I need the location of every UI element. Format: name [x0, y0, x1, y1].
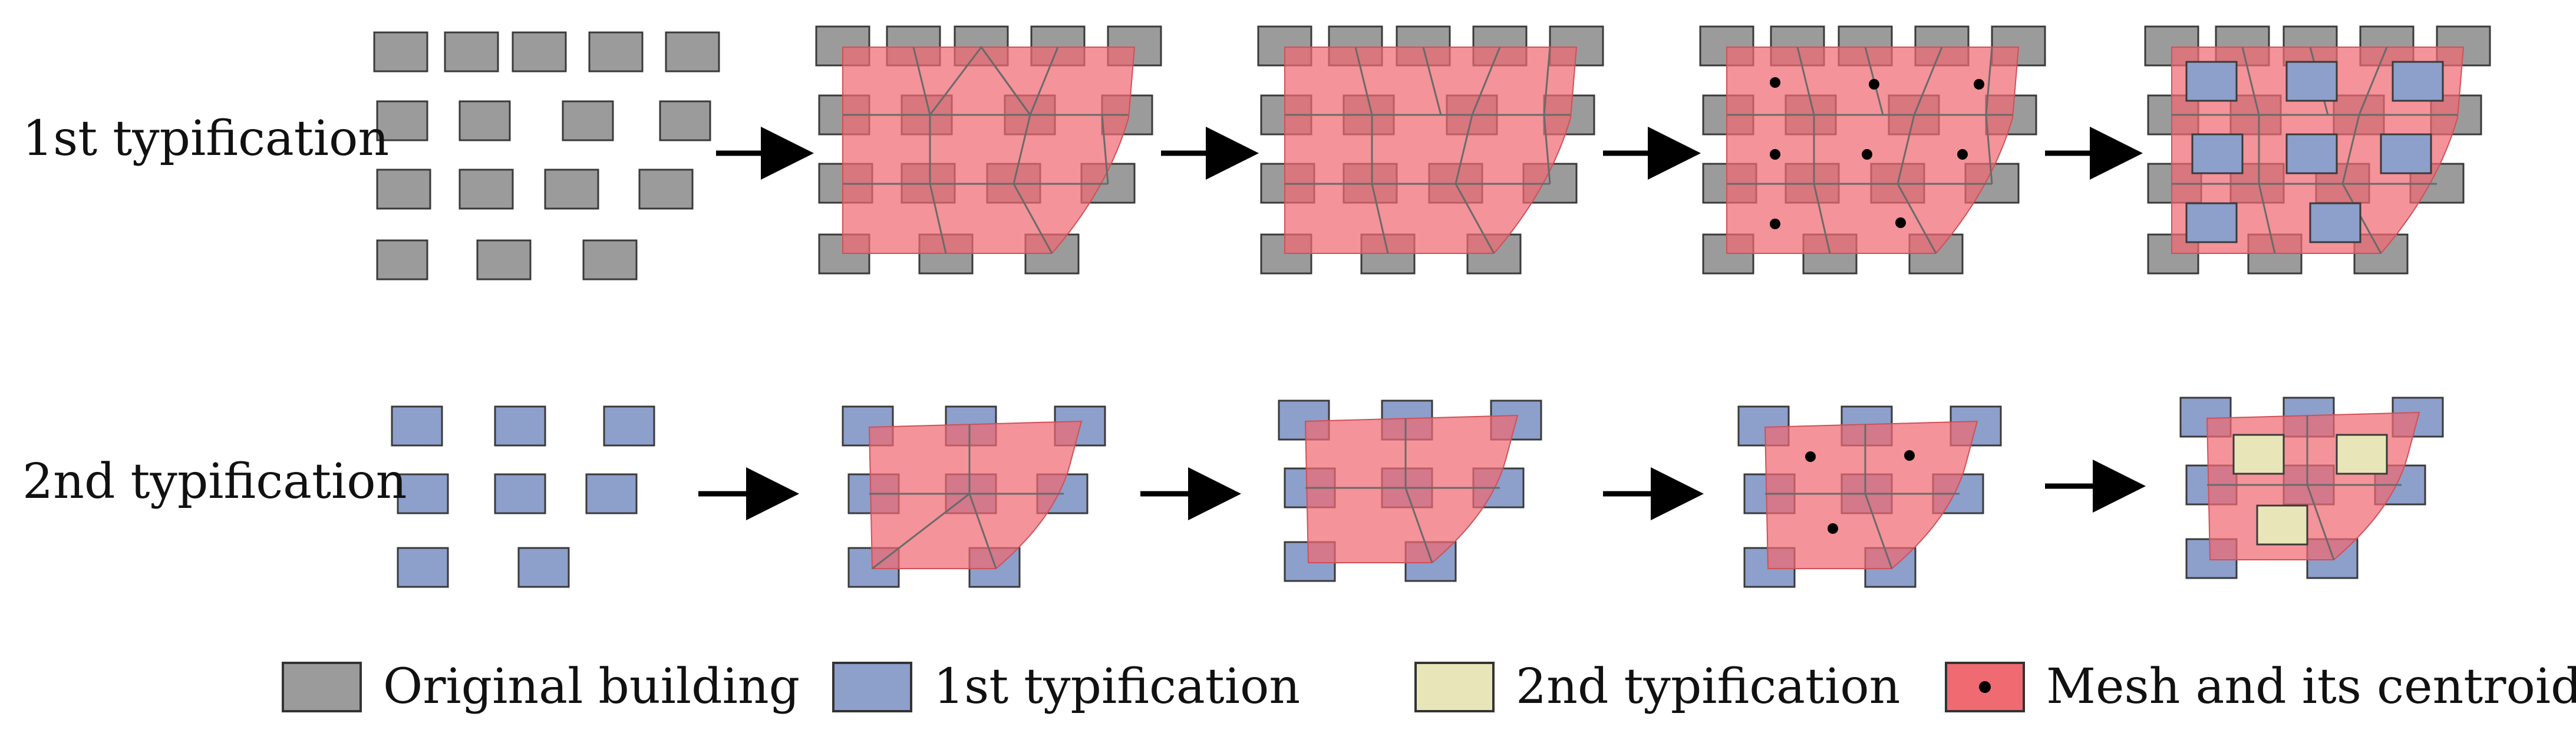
mesh-centroid: [1770, 219, 1780, 229]
mesh-polygon: [1304, 414, 1519, 563]
original-building: [588, 31, 644, 72]
original-building: [638, 169, 694, 210]
mesh-edge: [1285, 114, 1571, 185]
second-typification-swatch: [1414, 661, 1495, 712]
row2-panel4-mesh-centroids: [1737, 405, 2002, 588]
legend-item-2nd-typification: 2nd typification: [1414, 659, 1900, 715]
first-typification-building: [517, 547, 570, 588]
first-typification-swatch: [832, 661, 912, 712]
row2-panel1-first-typification-buildings: [391, 405, 655, 588]
mesh-centroid: [1862, 149, 1872, 160]
legend-item-1st-typification: 1st typification: [832, 659, 1300, 715]
original-building: [512, 31, 567, 72]
original-building: [373, 31, 428, 72]
legend-label: 2nd typification: [1516, 659, 1901, 715]
first-typification-building: [494, 405, 546, 447]
legend-item-original-building: Original building: [282, 659, 800, 715]
mesh-edge: [1354, 47, 1501, 254]
first-typification-building: [2380, 133, 2432, 174]
second-typification-building: [2256, 504, 2308, 546]
original-building: [376, 239, 428, 280]
first-typification-building: [2392, 61, 2444, 102]
mesh-edge: [1985, 47, 1993, 184]
mesh-polygon: [868, 420, 1083, 569]
original-building: [1549, 25, 1604, 67]
mesh-polygon: [842, 47, 1136, 254]
row2-panel5-second-typification: [2179, 397, 2444, 579]
mesh-edge: [1765, 424, 1960, 569]
row1-panel5-first-typification: [2144, 25, 2491, 275]
row1-panel3-mesh: [1257, 25, 1604, 275]
original-building: [544, 169, 599, 210]
first-typification-building: [2185, 202, 2238, 243]
original-building: [476, 239, 532, 280]
first-typification-building: [2191, 133, 2244, 174]
first-typification-building: [397, 473, 449, 514]
mesh-centroid: [1974, 79, 1984, 90]
second-typification-building: [2232, 434, 2285, 475]
row-label-2nd-typification: 2nd typification: [22, 454, 407, 510]
first-typification-building: [585, 473, 638, 514]
second-typification-building: [2336, 434, 2388, 475]
mesh-edge: [1305, 418, 1500, 563]
row1-panel2-mesh: [815, 25, 1162, 275]
mesh-swatch: [1945, 661, 2025, 712]
legend-label: Mesh and its centroid: [2046, 659, 2576, 715]
first-typification-building: [2309, 202, 2361, 243]
row-label-1st-typification: 1st typification: [22, 111, 390, 167]
mesh-centroid: [1828, 523, 1838, 534]
original-building: [444, 31, 499, 72]
original-building: [376, 100, 428, 141]
mesh-centroid: [1904, 450, 1915, 461]
mesh-edge: [980, 47, 1109, 254]
legend-item-mesh-centroid: Mesh and its centroid: [1945, 659, 2576, 715]
mesh-edge: [2172, 114, 2458, 185]
original-building: [459, 100, 511, 141]
row1-panel4-mesh-centroids: [1699, 25, 2046, 275]
mesh-edge: [843, 114, 1014, 185]
mesh-edge: [1727, 114, 2013, 185]
mesh-centroid: [1805, 451, 1816, 462]
mesh-centroid: [1957, 149, 1968, 160]
mesh-centroid: [1770, 77, 1780, 88]
legend-label: 1st typification: [934, 659, 1301, 715]
original-building: [665, 31, 720, 72]
mesh-centroid: [1869, 79, 1879, 90]
original-building: [376, 169, 431, 210]
row1-panel1-original-buildings: [373, 31, 720, 280]
first-typification-building: [2285, 133, 2338, 174]
mesh-centroid: [1770, 149, 1780, 160]
original-building-swatch: [282, 661, 362, 712]
original-building: [582, 239, 638, 280]
mesh-edge: [1543, 47, 1551, 184]
row2-panel2-mesh: [842, 405, 1106, 588]
original-building: [562, 100, 614, 141]
first-typification-building: [603, 405, 655, 447]
legend-label: Original building: [383, 659, 800, 715]
centroid-dot-icon: [1979, 681, 1991, 693]
first-typification-building: [2285, 61, 2338, 102]
mesh-polygon: [1764, 420, 1978, 569]
first-typification-building: [494, 473, 546, 514]
first-typification-building: [2185, 61, 2238, 102]
first-typification-building: [391, 405, 443, 447]
row2-arrows: [698, 460, 2146, 520]
original-building: [459, 169, 514, 210]
row2-panel3-mesh: [1278, 399, 1542, 582]
mesh-edge: [2207, 415, 2402, 560]
mesh-centroid: [1895, 217, 1906, 228]
first-typification-building: [397, 547, 449, 588]
original-building: [659, 100, 711, 141]
mesh-edge: [869, 424, 1064, 570]
